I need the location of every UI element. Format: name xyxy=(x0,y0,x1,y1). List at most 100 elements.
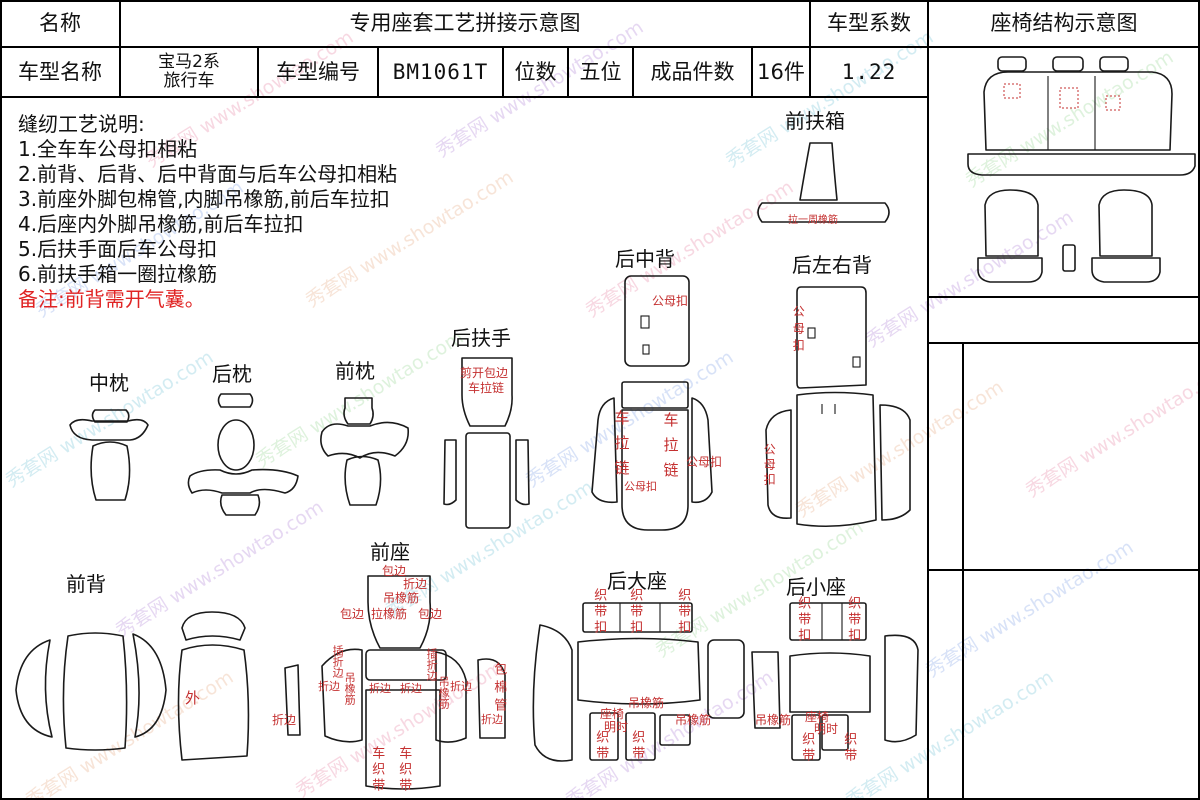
pattern-piece xyxy=(69,418,149,441)
seats-value: 五位 xyxy=(579,59,622,84)
notes-remark: 备注:前背需开气囊。 xyxy=(18,287,205,311)
pieces-label: 成品件数 xyxy=(650,59,735,84)
front-back-pieces xyxy=(15,611,301,761)
annotation: 织带 xyxy=(799,732,815,764)
pattern-piece xyxy=(515,439,530,506)
rear-headrest-right xyxy=(1099,56,1129,72)
pattern-piece xyxy=(765,409,792,520)
front-armrest-box xyxy=(1062,244,1076,272)
coef-label: 车型系数 xyxy=(827,11,911,36)
annotation: 外 xyxy=(185,689,201,707)
annotation: 包边 xyxy=(382,564,407,578)
pattern-piece xyxy=(799,142,838,201)
pattern-piece xyxy=(582,602,693,633)
pattern-piece xyxy=(365,649,447,681)
annotation: 织带扣 xyxy=(845,596,861,644)
seat-structure-illustration xyxy=(967,56,1196,283)
annotation: 吊橡筋 xyxy=(628,696,665,710)
pattern-piece xyxy=(589,712,619,761)
rear-armrest-pieces xyxy=(443,357,530,529)
pattern-piece xyxy=(90,441,131,501)
annotation: 折边 xyxy=(403,577,428,591)
annotation: 插折边 xyxy=(331,645,345,678)
pattern-piece xyxy=(789,652,871,713)
rear-small-seat-pieces xyxy=(751,602,919,761)
snap-slot xyxy=(642,344,650,355)
front-seat-right-cushion xyxy=(1091,257,1161,283)
pattern-piece xyxy=(187,468,299,494)
annotation: 公母扣 xyxy=(762,443,777,488)
pattern-piece xyxy=(757,202,890,223)
rear-side-back-pieces xyxy=(765,286,911,528)
annotation: 车拉链 xyxy=(612,410,631,485)
annotation: 吊橡筋 xyxy=(755,713,792,727)
pattern-piece xyxy=(532,624,573,762)
pieces-value: 16件 xyxy=(757,59,805,84)
rear-big-seat-pieces xyxy=(532,602,745,762)
pattern-piece xyxy=(91,409,130,423)
seats-label: 位数 xyxy=(514,59,557,84)
annotation: 拉一周橡筋 xyxy=(788,215,838,226)
annotation: 车拉链 xyxy=(468,381,505,395)
annotation: 织带扣 xyxy=(591,588,607,636)
annotation: 折边 xyxy=(369,682,391,695)
section-rear-armrest: 后扶手 xyxy=(451,326,511,350)
model-code-value: BM1061T xyxy=(392,59,489,84)
pattern-piece xyxy=(443,439,457,506)
armrest-mark xyxy=(1059,87,1079,109)
pattern-piece xyxy=(181,611,246,641)
pattern-piece xyxy=(659,714,691,746)
rear-bench-cushion xyxy=(967,153,1196,176)
annotation: 折边 xyxy=(481,713,503,726)
annotation: 公母扣 xyxy=(791,305,806,356)
pattern-piece xyxy=(217,393,254,408)
section-rear-side-back: 后左右背 xyxy=(792,253,872,277)
rear-bench-back xyxy=(983,71,1173,151)
annotation: 车织带 xyxy=(396,746,412,794)
annotation: 车织带 xyxy=(369,746,385,794)
annotation: 织带扣 xyxy=(627,588,643,636)
pattern-piece xyxy=(217,419,255,471)
pattern-piece xyxy=(321,648,363,743)
pattern-piece xyxy=(367,575,432,649)
section-front-pillow: 前枕 xyxy=(335,359,375,383)
front-pillow-pieces xyxy=(320,397,410,506)
annotation: 吊橡筋 xyxy=(383,591,420,605)
section-mid-pillow: 中枕 xyxy=(89,371,129,395)
pattern-piece xyxy=(707,639,745,719)
annotation: 包边 xyxy=(340,607,365,621)
annotation: 车拉链 xyxy=(661,412,680,487)
annotation: 公母扣 xyxy=(624,480,657,493)
mid-pillow-pieces xyxy=(69,409,149,501)
front-armrest-box-pieces xyxy=(757,142,890,223)
annotation: 包棉管 xyxy=(491,662,507,716)
pattern-piece xyxy=(435,651,467,743)
model-name-line1: 宝马2系 xyxy=(158,52,220,73)
model-name-value: 宝马2系 旅行车 xyxy=(120,47,258,97)
annotation: 织带 xyxy=(841,732,857,764)
annotation: 吊橡筋 xyxy=(437,676,451,709)
airbag-mark xyxy=(1003,83,1021,99)
annotation: 座椅 xyxy=(600,707,625,721)
pattern-piece xyxy=(62,632,128,751)
pattern-piece xyxy=(621,409,689,531)
front-seat-right-back xyxy=(1098,189,1153,257)
annotation: 织带扣 xyxy=(795,596,811,644)
pattern-piece xyxy=(15,639,53,738)
pattern-piece xyxy=(344,455,382,506)
section-rear-small-seat: 后小座 xyxy=(786,575,846,599)
annotation: 拉橡筋 xyxy=(371,607,408,621)
pattern-piece xyxy=(365,689,441,790)
section-rear-big-seat: 后大座 xyxy=(607,569,667,593)
pattern-piece xyxy=(284,664,301,736)
annotation: 折边 xyxy=(450,680,472,693)
pattern-piece xyxy=(621,381,689,409)
note-item: 2.前背、后背、后中背面与后车公母扣相粘 xyxy=(18,162,398,186)
pattern-piece xyxy=(625,712,656,761)
sewing-notes: 缝纫工艺说明: 1.全车车公母扣相粘 2.前背、后背、后中背面与后车公母扣相粘 … xyxy=(18,112,397,312)
front-seat-left-cushion xyxy=(977,257,1043,283)
pattern-piece xyxy=(219,494,261,516)
front-seat-pieces xyxy=(321,575,506,790)
rear-mid-back-pieces xyxy=(591,275,713,531)
